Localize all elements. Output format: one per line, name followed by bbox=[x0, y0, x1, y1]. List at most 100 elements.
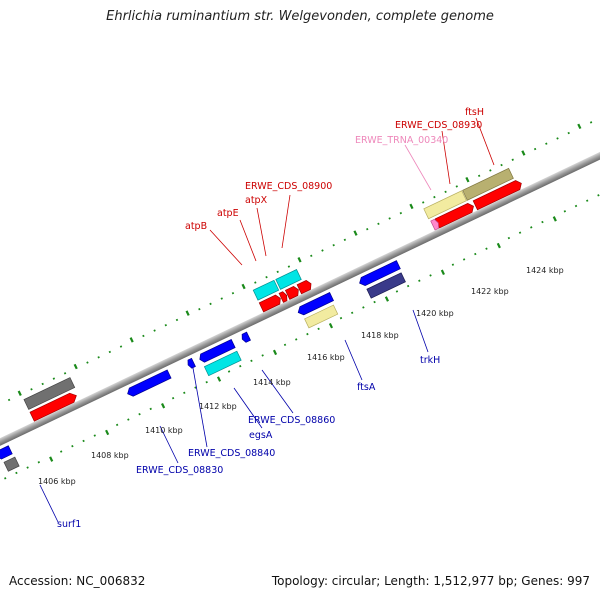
gene-label-atpx: atpX bbox=[245, 195, 268, 206]
minor-tick-dot bbox=[406, 284, 410, 288]
minor-tick-dot bbox=[518, 231, 522, 234]
major-tick-mark bbox=[129, 337, 134, 343]
minor-tick-dot bbox=[175, 318, 179, 322]
minor-tick-dot bbox=[373, 300, 376, 304]
major-tick-mark bbox=[49, 456, 54, 462]
major-tick-mark bbox=[73, 363, 78, 370]
forward-cds-arrow bbox=[296, 280, 312, 295]
minor-tick-dot bbox=[82, 439, 85, 443]
minor-tick-dot bbox=[388, 217, 391, 220]
minor-tick-dot bbox=[198, 308, 201, 311]
gene-label-atpb: atpB bbox=[185, 221, 207, 232]
minor-tick-dot bbox=[30, 388, 33, 391]
gene-label-erwe-cds-08840: ERWE_CDS_08840 bbox=[188, 448, 275, 459]
minor-tick-dot bbox=[474, 252, 477, 256]
reverse-cds-arrow bbox=[359, 260, 401, 286]
pale-yellow-block bbox=[304, 304, 339, 329]
navy-feature-block bbox=[366, 272, 406, 299]
major-tick-mark bbox=[384, 296, 389, 302]
reverse-cds-arrow bbox=[187, 357, 196, 369]
minor-tick-dot bbox=[541, 220, 544, 224]
minor-tick-dot bbox=[231, 292, 235, 295]
major-tick-mark bbox=[521, 150, 526, 156]
accession-text: Accession: NC_006832 bbox=[9, 574, 146, 588]
minor-tick-dot bbox=[362, 306, 365, 309]
scale-tick-label: 1418 kbp bbox=[361, 331, 399, 340]
minor-tick-dot bbox=[295, 338, 298, 341]
leader-line bbox=[39, 484, 59, 523]
major-tick-mark bbox=[241, 283, 246, 290]
minor-tick-dot bbox=[511, 158, 514, 161]
reverse-cds-arrow bbox=[297, 292, 335, 316]
major-tick-mark bbox=[409, 203, 414, 210]
gene-label-erwe-trna-00340: ERWE_TRNA_00340 bbox=[355, 135, 448, 146]
minor-tick-dot bbox=[97, 356, 100, 359]
leader-line bbox=[344, 339, 363, 381]
cyan-highlight-block bbox=[275, 269, 302, 290]
scale-tick-label: 1424 kbp bbox=[526, 266, 564, 275]
minor-tick-dot bbox=[530, 226, 533, 229]
minor-tick-dot bbox=[574, 204, 578, 208]
leader-line bbox=[475, 117, 495, 166]
minor-tick-dot bbox=[444, 190, 447, 193]
forward-trna-arrow bbox=[430, 218, 440, 231]
minor-tick-dot bbox=[239, 364, 242, 368]
pale-yellow-block bbox=[423, 190, 467, 220]
minor-tick-dot bbox=[306, 332, 309, 336]
minor-tick-dot bbox=[556, 137, 559, 140]
minor-tick-dot bbox=[138, 413, 141, 416]
major-tick-mark bbox=[577, 123, 582, 130]
minor-tick-dot bbox=[489, 169, 492, 172]
minor-tick-dot bbox=[86, 361, 89, 364]
minor-tick-dot bbox=[507, 236, 511, 240]
lower-tick-rail bbox=[4, 194, 600, 480]
minor-tick-dot bbox=[399, 211, 403, 215]
major-tick-mark bbox=[216, 376, 222, 382]
minor-tick-dot bbox=[7, 398, 11, 402]
leader-line bbox=[256, 207, 267, 257]
minor-tick-dot bbox=[533, 147, 537, 151]
leader-line bbox=[404, 144, 432, 191]
minor-tick-dot bbox=[317, 327, 320, 330]
minor-tick-dot bbox=[153, 329, 156, 332]
minor-tick-dot bbox=[310, 254, 313, 258]
minor-tick-dot bbox=[41, 382, 44, 386]
leader-line bbox=[261, 369, 294, 414]
forward-cds-arrow bbox=[284, 286, 299, 300]
minor-tick-dot bbox=[563, 210, 567, 213]
minor-tick-dot bbox=[171, 396, 175, 400]
minor-tick-dot bbox=[283, 343, 287, 347]
minor-tick-dot bbox=[350, 311, 354, 314]
minor-tick-dot bbox=[93, 434, 96, 437]
minor-tick-dot bbox=[339, 316, 343, 320]
major-tick-mark bbox=[552, 216, 557, 222]
gene-label-erwe-cds-08900: ERWE_CDS_08900 bbox=[245, 181, 332, 192]
minor-tick-dot bbox=[485, 247, 488, 250]
scale-tick-label: 1420 kbp bbox=[416, 309, 454, 318]
khaki-block bbox=[462, 167, 514, 201]
minor-tick-dot bbox=[115, 423, 119, 427]
minor-tick-dot bbox=[343, 238, 347, 242]
minor-tick-dot bbox=[209, 302, 212, 306]
minor-tick-dot bbox=[462, 258, 466, 261]
minor-tick-dot bbox=[37, 461, 41, 464]
minor-tick-dot bbox=[127, 418, 130, 421]
major-tick-mark bbox=[440, 269, 445, 276]
forward-cds-arrow bbox=[472, 180, 522, 211]
forward-cds-arrow bbox=[278, 291, 288, 303]
scale-tick-label: 1412 kbp bbox=[199, 402, 237, 411]
leader-line bbox=[441, 130, 451, 185]
gray-feature-block bbox=[23, 377, 76, 410]
minor-tick-dot bbox=[377, 222, 380, 226]
scale-tick-label: 1416 kbp bbox=[307, 353, 345, 362]
minor-tick-dot bbox=[15, 471, 18, 475]
genome-backbone bbox=[0, 132, 600, 466]
minor-tick-dot bbox=[589, 121, 593, 124]
minor-tick-dot bbox=[451, 263, 455, 266]
major-tick-mark bbox=[185, 310, 190, 316]
gene-label-erwe-cds-08860: ERWE_CDS_08860 bbox=[248, 415, 335, 426]
minor-tick-dot bbox=[433, 195, 436, 199]
minor-tick-dot bbox=[142, 334, 145, 338]
minor-tick-dot bbox=[477, 174, 481, 177]
